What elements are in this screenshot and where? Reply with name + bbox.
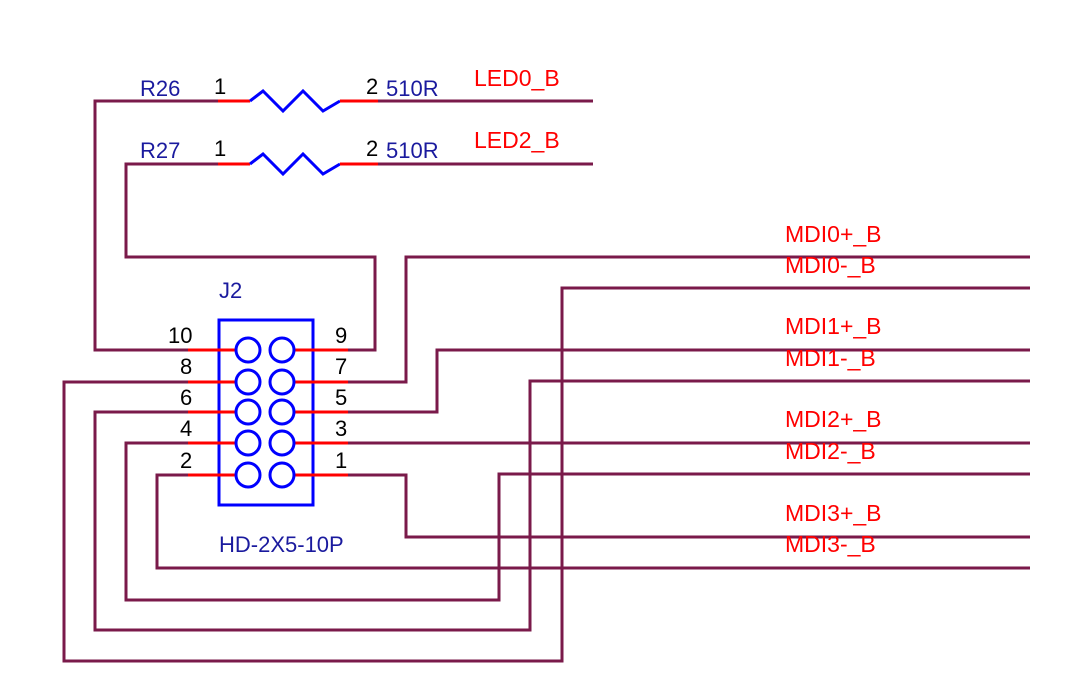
r27-zigzag — [249, 151, 341, 177]
r26-zigzag — [249, 88, 341, 114]
j2-pin-numbers: 10 8 6 4 2 9 7 5 3 1 — [168, 323, 347, 473]
r27-value: 510R — [386, 138, 439, 163]
net-label-mdi2-plus: MDI2+_B — [785, 406, 882, 432]
net-label-led2: LED2_B — [474, 127, 560, 153]
wire-mdi2-minus — [124, 441, 1030, 602]
j2-pin-2-circle — [234, 461, 262, 489]
wire-mdi1-plus — [348, 348, 1030, 414]
j2-pin-9-circle — [268, 336, 296, 364]
r26-ref: R26 — [140, 76, 180, 101]
wire-r26-to-pin10 — [93, 99, 218, 352]
wire-r27-to-pin9 — [124, 162, 377, 352]
j2-pin-8-circle — [234, 368, 262, 396]
j2-pin-num: 3 — [335, 416, 347, 441]
r27-ref: R27 — [140, 138, 180, 163]
j2-pin-7-circle — [268, 368, 296, 396]
net-label-mdi2-minus: MDI2-_B — [785, 438, 876, 464]
wire-mdi0-plus — [348, 255, 1030, 384]
j2-pin-10-circle — [234, 336, 262, 364]
r26-pin2-num: 2 — [366, 74, 378, 99]
j2-pin-num: 4 — [180, 416, 192, 441]
wire-mdi1-minus — [93, 379, 1030, 632]
net-label-led0: LED0_B — [474, 65, 560, 91]
r26-value: 510R — [386, 76, 439, 101]
wire-mdi0-minus — [62, 286, 1030, 663]
net-label-mdi1-minus: MDI1-_B — [785, 345, 876, 371]
net-label-mdi1-plus: MDI1+_B — [785, 313, 882, 339]
j2-pin-4-circle — [234, 429, 262, 457]
j2-pin-num: 7 — [335, 354, 347, 379]
j2-pin-1-circle — [268, 461, 296, 489]
wires — [62, 99, 1030, 663]
j2-pin-num: 2 — [180, 448, 192, 473]
j2-ref: J2 — [219, 278, 242, 303]
j2-pin-circles — [234, 336, 296, 489]
j2-pin-num: 6 — [180, 385, 192, 410]
j2-pin-5-circle — [268, 398, 296, 426]
j2-pin-num: 1 — [335, 448, 347, 473]
j2-pin-num: 5 — [335, 385, 347, 410]
net-label-mdi3-plus: MDI3+_B — [785, 500, 882, 526]
wire-mdi3-plus — [348, 473, 1030, 539]
j2-part: HD-2X5-10P — [219, 532, 344, 557]
r27-pin2-num: 2 — [366, 136, 378, 161]
net-labels: MDI0+_B MDI0-_B MDI1+_B MDI1-_B MDI2+_B … — [785, 221, 882, 557]
resistor-r27: R27 1 2 510R LED2_B — [140, 127, 560, 177]
j2-pin-num: 10 — [168, 323, 192, 348]
j2-pin-6-circle — [234, 398, 262, 426]
net-label-mdi3-minus: MDI3-_B — [785, 531, 876, 557]
net-label-mdi0-plus: MDI0+_B — [785, 221, 882, 247]
r26-pin1-num: 1 — [214, 74, 226, 99]
resistor-r26: R26 1 2 510R LED0_B — [140, 65, 560, 114]
net-label-mdi0-minus: MDI0-_B — [785, 252, 876, 278]
j2-pin-num: 8 — [180, 354, 192, 379]
connector-j2: J2 HD-2X5-10P — [168, 278, 348, 557]
r27-pin1-num: 1 — [214, 136, 226, 161]
j2-pin-num: 9 — [335, 323, 347, 348]
j2-pin-lines — [188, 348, 348, 477]
j2-pin-3-circle — [268, 429, 296, 457]
wire-mdi3-minus — [155, 473, 1030, 570]
